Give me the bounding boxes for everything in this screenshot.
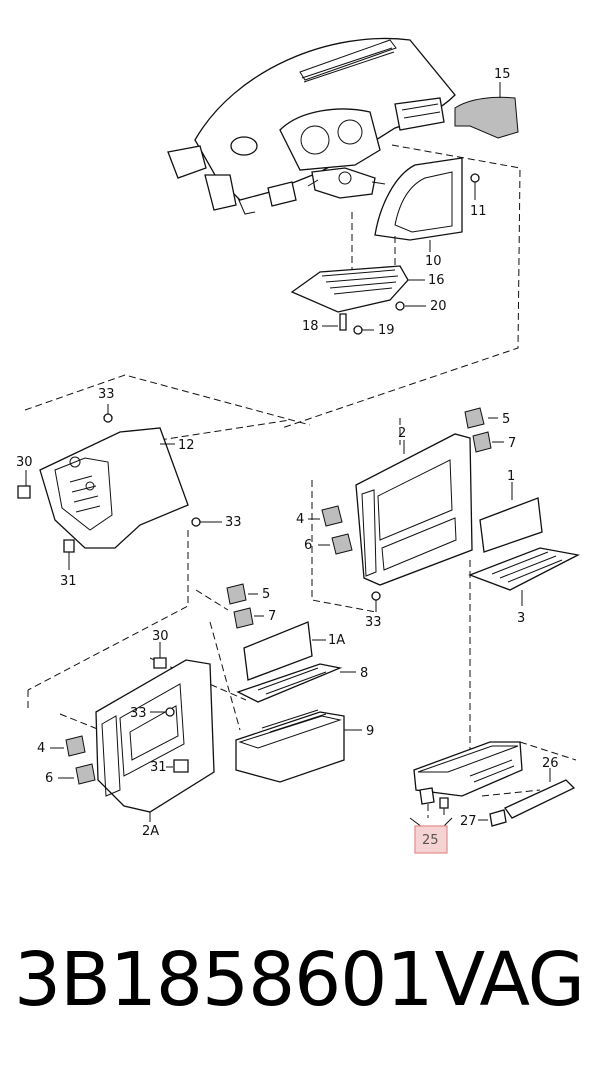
part-5-button-b: 5 — [226, 583, 270, 605]
callout-9: 9 — [366, 724, 374, 739]
callout-3: 3 — [517, 611, 525, 626]
brand-label: VAG — [434, 937, 585, 1023]
callout-19: 19 — [378, 323, 395, 338]
callout-7b: 7 — [268, 609, 276, 624]
callout-30a: 30 — [16, 455, 33, 470]
part-33-screw-d: 33 — [130, 706, 175, 721]
callout-33c: 33 — [365, 615, 382, 630]
callout-4b: 4 — [37, 741, 45, 756]
part-number-label: 3B1858601 — [14, 937, 433, 1023]
callout-25: 25 — [422, 833, 439, 848]
part-20-screw: 20 — [395, 299, 447, 314]
callout-25-highlight — [414, 825, 448, 854]
assembly-outline-left — [24, 374, 311, 691]
part-33-screw-a: 33 — [98, 387, 115, 423]
callout-7a: 7 — [508, 436, 516, 451]
caption-bar: 3B1858601 VAG — [0, 930, 600, 1040]
callout-5b: 5 — [262, 587, 270, 602]
callout-33d: 33 — [130, 706, 147, 721]
assembly-outline-module — [481, 741, 577, 797]
callout-33b: 33 — [225, 515, 242, 530]
part-31-nut-b: 31 — [150, 759, 189, 775]
callout-2: 2 — [398, 426, 406, 441]
callout-10: 10 — [425, 254, 442, 269]
part-9-radio-unit: 9 — [235, 709, 374, 783]
part-7-button-b: 7 — [233, 607, 276, 629]
callout-20: 20 — [430, 299, 447, 314]
callout-31a: 31 — [60, 574, 77, 589]
part-31-nut-a: 31 — [60, 539, 77, 589]
exploded-parts-diagram: 15 10 11 16 20 18 19 — [16, 37, 580, 854]
part-5-button-a: 5 — [464, 407, 510, 429]
callout-12: 12 — [178, 438, 195, 453]
part-7-button-a: 7 — [472, 431, 516, 453]
assembly-outline-top — [281, 144, 521, 429]
part-4-button-b: 4 — [37, 735, 86, 757]
callout-26: 26 — [542, 756, 559, 771]
part-25-control-module — [409, 741, 523, 831]
callout-6a: 6 — [304, 538, 312, 553]
part-10-trim-frame: 10 — [374, 157, 463, 269]
part-1-display-panel: 1 — [479, 469, 543, 553]
part-33-screw-c: 33 — [365, 591, 382, 630]
part-33-screw-b: 33 — [191, 515, 242, 530]
part-11-screw: 11 — [470, 173, 487, 219]
assembly-outline-lower — [27, 589, 247, 731]
part-4-button-a: 4 — [296, 505, 343, 527]
part-30-clip-b: 30 — [152, 629, 169, 669]
callout-11: 11 — [470, 204, 487, 219]
part-27-clip: 27 — [460, 809, 507, 829]
callout-30b: 30 — [152, 629, 169, 644]
part-18-19-fasteners: 18 19 — [302, 313, 395, 338]
part-2A-radio-frame: 2A — [95, 659, 215, 839]
callout-16: 16 — [428, 273, 445, 288]
part-8-tray-insert: 8 — [236, 663, 368, 703]
part-15-cover: 15 — [454, 67, 519, 139]
part-6-button-a: 6 — [304, 533, 353, 555]
callout-15: 15 — [494, 67, 511, 82]
callout-33a: 33 — [98, 387, 115, 402]
callout-2A: 2A — [142, 824, 159, 839]
callout-1A: 1A — [328, 633, 345, 648]
callout-5a: 5 — [502, 412, 510, 427]
part-6-button-b: 6 — [45, 763, 96, 786]
callout-1: 1 — [507, 469, 515, 484]
callout-18: 18 — [302, 319, 319, 334]
dashboard-assembly — [167, 37, 456, 215]
part-3-storage-tray: 3 — [468, 547, 580, 626]
part-16-bracket: 16 — [290, 265, 445, 313]
callout-27: 27 — [460, 814, 477, 829]
part-1A-display-panel: 1A — [243, 621, 345, 681]
callout-6b: 6 — [45, 771, 53, 786]
callout-4a: 4 — [296, 512, 304, 527]
part-2-radio-frame: 2 — [355, 426, 473, 586]
callout-8: 8 — [360, 666, 368, 681]
callout-31b: 31 — [150, 760, 167, 775]
part-30-clip-a: 30 — [16, 455, 33, 499]
part-26-trim-strip: 26 — [504, 756, 576, 819]
part-12-mounting-bracket: 12 — [39, 427, 195, 549]
